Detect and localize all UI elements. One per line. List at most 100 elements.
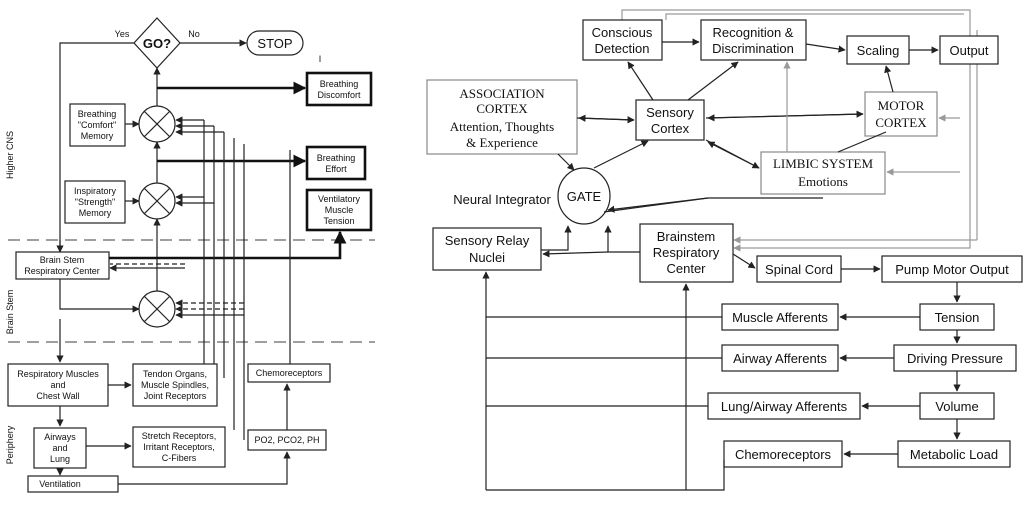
driving-pressure-box <box>893 344 1017 372</box>
strength-memory-line1: Inspiratory <box>74 186 117 196</box>
brainstem-line3: Center <box>666 261 706 276</box>
neural-integrator-label: Neural Integrator <box>453 192 551 207</box>
effort-line1: Breathing <box>317 153 356 163</box>
region-label-periphery: Periphery <box>5 425 15 464</box>
recognition-line2: Discrimination <box>712 41 794 56</box>
region-label-brain-stem: Brain Stem <box>5 290 15 335</box>
tendon-organs-box <box>132 363 218 407</box>
sensory-relay-line2: Nuclei <box>469 250 505 265</box>
discomfort-line2: Discomfort <box>317 90 361 100</box>
comfort-memory-line3: Memory <box>81 131 114 141</box>
respiratory-muscles-box <box>7 363 109 407</box>
motor-line1: MOTOR <box>878 98 925 113</box>
motor-line2: CORTEX <box>875 115 927 130</box>
tension-line2: Muscle <box>325 205 354 215</box>
comfort-memory-line2: "Comfort" <box>78 120 116 130</box>
sensory-relay-nuclei-box <box>432 227 542 271</box>
spinal-cord-label: Spinal Cord <box>765 262 833 277</box>
sensory-cortex-line2: Cortex <box>651 121 690 136</box>
stop-label: STOP <box>257 36 292 51</box>
airways-lung-box <box>33 427 87 469</box>
chemoreceptors-left-label: Chemoreceptors <box>256 368 323 378</box>
association-line2: CORTEX <box>476 101 528 116</box>
pump-motor-output-box <box>881 255 1023 283</box>
resp-muscles-line1: Respiratory Muscles <box>17 369 99 379</box>
sensory-relay-line1: Sensory Relay <box>445 233 530 248</box>
left-flowchart: Higher CNS Brain Stem Periphery GO? Yes … <box>0 0 408 519</box>
strength-memory-line2: "Strength" <box>75 197 115 207</box>
scaling-box <box>846 35 910 65</box>
lung-airway-afferents-label: Lung/Airway Afferents <box>721 399 848 414</box>
region-label-higher-cns: Higher CNS <box>5 131 15 179</box>
muscle-afferents-label: Muscle Afferents <box>732 310 828 325</box>
brain-stem-center-line1: Brain Stem <box>40 255 85 265</box>
stretch-receptors-box <box>132 426 226 468</box>
no-label: No <box>188 29 200 39</box>
limbic-line2: Emotions <box>798 174 848 189</box>
comparator-2 <box>138 182 176 220</box>
inspiratory-strength-memory-box <box>64 180 126 224</box>
motor-cortex-box <box>864 91 938 137</box>
metabolic-load-box <box>897 440 1011 468</box>
tendon-line1: Tendon Organs, <box>143 369 207 379</box>
spinal-cord-box <box>756 255 842 283</box>
pump-motor-label: Pump Motor Output <box>895 262 1009 277</box>
output-label: Output <box>949 43 988 58</box>
chemoreceptors-right-label: Chemoreceptors <box>735 447 832 462</box>
ventilation-label: Ventilation <box>39 479 81 489</box>
airways-line3: Lung <box>50 454 70 464</box>
brainstem-line2: Respiratory <box>653 245 720 260</box>
chemoreceptors-box-left <box>247 363 331 383</box>
discomfort-line1: Breathing <box>320 79 359 89</box>
yes-label: Yes <box>115 29 130 39</box>
brainstem-line1: Brainstem <box>657 229 716 244</box>
metabolic-load-label: Metabolic Load <box>910 447 998 462</box>
lung-airway-afferents-box <box>707 392 861 420</box>
breathing-comfort-memory-box <box>69 103 126 147</box>
airways-line1: Airways <box>44 432 76 442</box>
brainstem-respiratory-center-box <box>639 223 734 283</box>
tendon-line3: Joint Receptors <box>144 391 207 401</box>
comfort-memory-line1: Breathing <box>78 109 117 119</box>
left-flowchart-svg: Higher CNS Brain Stem Periphery GO? Yes … <box>5 17 375 493</box>
sensory-cortex-line1: Sensory <box>646 105 694 120</box>
limbic-line1: LIMBIC SYSTEM <box>773 156 873 171</box>
tension-line3: Tension <box>323 216 354 226</box>
airways-line2: and <box>52 443 67 453</box>
association-line4: & Experience <box>466 135 538 150</box>
brain-stem-center-line2: Respiratory Center <box>24 266 100 276</box>
airway-afferents-label: Airway Afferents <box>733 351 827 366</box>
gate-circle <box>557 167 611 225</box>
scaling-label: Scaling <box>857 43 900 58</box>
breathing-effort-box <box>305 145 367 181</box>
tension-label: Tension <box>935 310 980 325</box>
stop-terminal <box>246 30 304 56</box>
ventilatory-muscle-tension-box <box>305 188 373 232</box>
conscious-detection-box <box>582 19 663 61</box>
breathing-discomfort-box <box>305 71 373 107</box>
resp-muscles-line2: and <box>50 380 65 390</box>
gases-label: PO2, PCO2, PH <box>254 435 319 445</box>
strength-memory-line3: Memory <box>79 208 112 218</box>
sensory-cortex-box <box>635 99 705 141</box>
tension-line1: Ventilatory <box>318 194 361 204</box>
stretch-line2: Irritant Receptors, <box>143 442 215 452</box>
gate-label: GATE <box>567 189 602 204</box>
limbic-system-box <box>760 151 886 195</box>
right-flowchart: Conscious Detection Recognition & Discri… <box>408 0 1024 519</box>
effort-line2: Effort <box>325 164 347 174</box>
tendon-line2: Muscle Spindles, <box>141 380 209 390</box>
output-box <box>939 35 999 65</box>
resp-muscles-line3: Chest Wall <box>36 391 79 401</box>
muscle-afferents-box <box>721 303 839 331</box>
recognition-discrimination-box <box>700 19 807 61</box>
airway-afferents-box <box>721 344 839 372</box>
recognition-line1: Recognition & <box>713 25 794 40</box>
association-line3: Attention, Thoughts <box>450 119 554 134</box>
association-line1: ASSOCIATION <box>459 86 545 101</box>
comparator-1 <box>138 105 176 143</box>
conscious-line1: Conscious <box>592 25 653 40</box>
stretch-line3: C-Fibers <box>162 453 197 463</box>
right-flowchart-svg: Conscious Detection Recognition & Discri… <box>426 9 1023 491</box>
tick-mark: I <box>319 54 322 64</box>
